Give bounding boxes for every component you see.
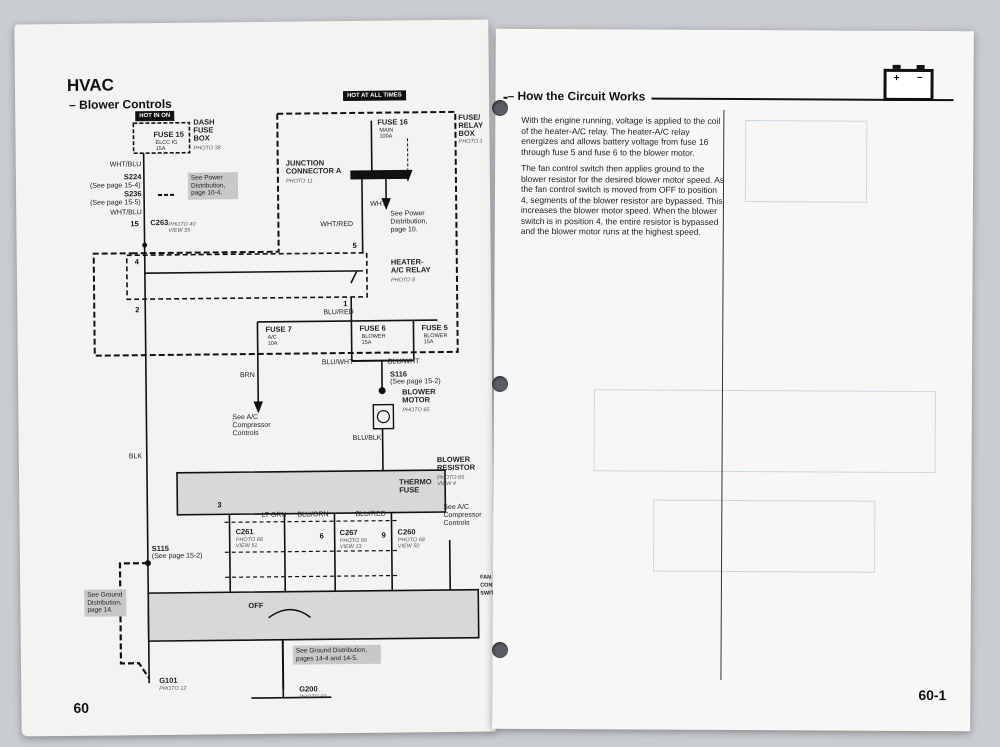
compressor-note-2: See A/C Compressor Controls [443,503,482,528]
bleed-through-box [593,389,936,474]
c260-label: C260 [397,527,416,537]
g200-label: G200 [299,684,318,694]
heater-relay-label: HEATER-A/C RELAY [390,257,431,275]
bleed-through-box-3 [744,120,868,203]
right-page: + – – How the Circuit Works With the eng… [492,28,974,732]
blower-resistor-view: VIEW 4 [437,480,456,488]
wire-blk: BLK [128,453,143,461]
pin-6: 6 [319,531,324,541]
g101-label: G101 [159,675,178,686]
blower-motor-label: BLOWER MOTOR [402,387,436,405]
blower-motor-photo: PHOTO 65 [402,407,430,414]
ground-dist-note: See Ground Distribution, page 14. [84,589,127,617]
fan-switch-off: OFF [248,600,264,611]
wire-blu-red: BLU/RED [323,308,354,317]
c263-label: C263 [150,217,169,228]
blower-resistor-box [176,469,447,516]
wire-blu-blk: BLU/BLK [352,434,382,442]
s224-label: S224 [123,172,142,182]
pin-15: 15 [130,219,139,229]
wire-wht-blu-1: WHT/BLU [109,161,142,169]
c260-view: VIEW 50 [397,543,420,550]
fuse6-label: FUSE 6 [359,323,386,333]
battery-icon: + – [883,64,934,102]
fuse-relay-box-outline [92,110,459,357]
pin-5: 5 [352,240,357,250]
compressor-note: See A/C Compressor Controls [232,413,271,438]
s236-ref: (See page 15-5) [90,199,141,207]
c267-view: VIEW 13 [339,543,362,551]
power-dist-note-left: See Power Distribution, page 10-4. [187,172,239,200]
hot-at-all-times-tag: HOT AT ALL TIMES [343,90,406,102]
pin-2: 2 [135,305,140,315]
fuse7-label: FUSE 7 [265,324,292,334]
paragraph-2: The fan control switch then applies grou… [520,162,725,237]
dash-fuse-box-label: DASH FUSE BOX [193,117,215,143]
c261-view: VIEW 51 [235,542,258,550]
wire-brn: BRN [239,372,255,380]
c261-label: C261 [235,527,254,537]
thermo-fuse-label: THERMO FUSE [399,477,432,495]
bleed-through-box-2 [652,499,876,573]
wire-lt-grn: LT GRN [261,511,287,519]
relay-box-photo: PHOTO 1 [458,138,483,145]
heater-relay-outline [125,252,368,301]
fan-switch-box [147,588,480,642]
pin-3: 3 [217,500,222,510]
left-page-number: 60 [73,699,90,716]
s116-label: S116 [389,369,408,379]
s116-ref: (See page 15-2) [390,378,441,386]
s115-ref: (See page 15-2) [151,552,203,561]
ground-dist-note-2: See Ground Distribution, pages 14-4 and … [292,644,381,665]
fuse5-label: FUSE 5 [421,322,448,333]
wire-blu-red2: BLU/RED [355,510,386,518]
wire-wht: WHT [370,200,387,208]
fuse16-label: FUSE 16 [377,117,408,127]
c263-view: VIEW 35 [168,227,191,234]
right-page-number: 60-1 [918,686,947,704]
fuse16-rating2: 100A [379,133,393,140]
paragraph-1: With the engine running, voltage is appl… [521,114,721,158]
fuse15-rating2: 15A [155,145,166,153]
junction-label: JUNCTION CONNECTOR A [285,158,342,176]
fuse5-rating2: 15A [423,339,434,346]
c267-label: C267 [339,527,358,538]
heater-relay-photo: PHOTO 8 [390,277,416,284]
pin-1: 1 [343,299,348,309]
how-it-works-heading: – How the Circuit Works [507,88,652,104]
wire-wht-blu-2: WHT/BLU [110,209,142,217]
fuse6-rating2: 15A [361,339,372,346]
wire-blu-orn: BLU/ORN [297,511,329,519]
blower-motor-box [372,403,395,430]
wire-blu-wht-1: BLU/WHT [321,358,354,367]
s115-label: S115 [151,543,169,554]
binder-hole-top [492,100,508,116]
relay-box-label: FUSE/ RELAY BOX [458,112,484,138]
fuse15-label: FUSE 15 [153,129,184,140]
wiring-diagram [92,110,480,699]
junction-photo: PHOTO 11 [285,178,313,185]
how-it-works-label: How the Circuit Works [517,88,646,104]
junction-connector-bar [350,169,408,180]
pin-4: 4 [134,257,139,267]
dash-fuse-box-photo: PHOTO 38 [193,145,221,152]
fuse7-rating2: 10A [267,340,278,347]
dash-fuse-box-outline [132,121,191,155]
wire-wht-red: WHT/RED [320,220,354,229]
left-page: HVAC – Blower Controls [14,19,507,737]
hot-in-on-tag: HOT IN ON [135,110,175,122]
blower-resistor-label: BLOWER RESISTOR [436,454,476,473]
binder-hole-middle [492,376,508,392]
g200-photo: PHOTO 59 [299,694,327,701]
binder-hole-bottom [492,642,508,658]
g101-photo: PHOTO 12 [159,685,187,693]
pin-9: 9 [381,530,386,540]
s236-label: S236 [124,189,142,199]
power-dist-note-right: See Power Distribution, page 10. [390,210,428,234]
wire-blu-wht-2: BLU/WHT [387,358,420,366]
circuit-description: With the engine running, voltage is appl… [521,115,727,244]
